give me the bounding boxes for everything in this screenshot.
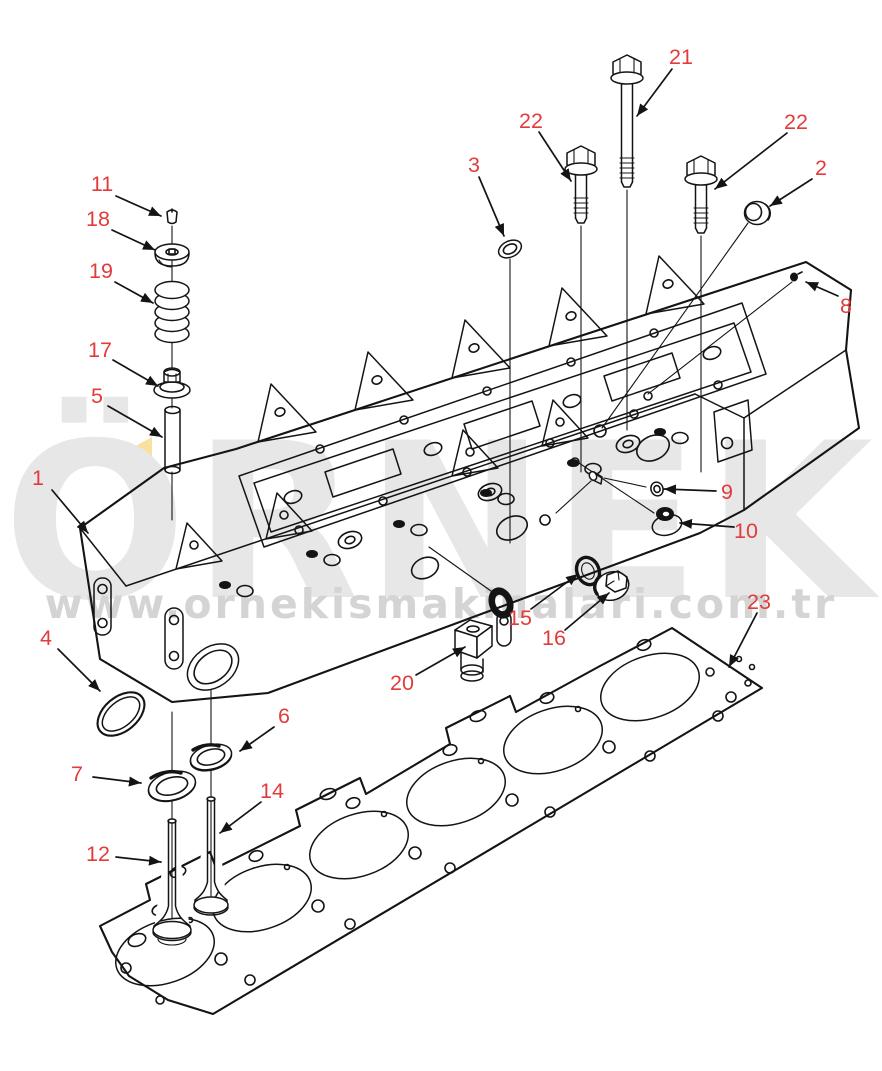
diagram-lineart <box>51 54 861 1016</box>
callout-arrow-10 <box>679 518 735 529</box>
callout-arrow-19 <box>114 281 154 304</box>
port-seal <box>96 691 146 737</box>
callout-label-9: 9 <box>721 480 733 504</box>
watermark-layer: ÖRNEK www.ornekismakinalari.com.tr <box>3 397 879 648</box>
intake-valve <box>152 818 192 946</box>
callout-arrow-7 <box>92 776 142 787</box>
callout-label-10: 10 <box>734 519 758 543</box>
callout-label-8: 8 <box>840 294 852 318</box>
callout-label-11: 11 <box>91 172 113 196</box>
callout-arrow-11 <box>115 195 162 217</box>
callout-label-22-right: 22 <box>784 110 808 134</box>
head-bolt-short-right <box>684 155 718 234</box>
callout-label-6: 6 <box>278 704 290 728</box>
callout-arrow-15 <box>530 573 579 610</box>
callout-label-12: 12 <box>86 842 110 866</box>
callout-label-15: 15 <box>508 606 532 630</box>
callout-arrow-6 <box>239 726 275 752</box>
callout-arrow-2 <box>769 178 813 207</box>
callout-label-22-left: 22 <box>519 109 543 133</box>
callout-label-1: 1 <box>32 466 44 490</box>
valve-keeper <box>166 208 178 225</box>
o-ring <box>488 587 514 619</box>
callout-label-4: 4 <box>40 626 52 650</box>
dowel-pin <box>790 271 803 282</box>
callout-arrow-9 <box>663 484 717 495</box>
screw-and-washer <box>588 470 664 497</box>
spring-retainer <box>154 243 190 268</box>
lifting-gussets <box>175 255 705 570</box>
callout-label-2: 2 <box>815 156 827 180</box>
callout-arrow-3 <box>478 176 505 237</box>
cylinder-head-body <box>78 255 861 704</box>
front-face-details <box>93 391 753 691</box>
callout-arrow-20 <box>415 646 466 676</box>
callout-label-18: 18 <box>86 207 110 231</box>
callout-label-16: 16 <box>542 626 566 650</box>
callout-arrows <box>51 68 839 866</box>
valve-stem-seal <box>153 367 191 399</box>
callout-label-14: 14 <box>260 779 284 803</box>
callout-arrow-8 <box>805 281 839 297</box>
callout-label-3: 3 <box>468 153 480 177</box>
valve-guide-holes <box>219 428 689 598</box>
callout-labels: 11 18 19 17 5 1 4 7 12 14 6 20 3 22 21 2… <box>32 45 852 866</box>
callout-arrow-14 <box>219 801 262 834</box>
valve-seat-insert-large <box>147 769 197 803</box>
callout-label-7: 7 <box>71 762 83 786</box>
callout-label-17: 17 <box>88 338 112 362</box>
callout-label-5: 5 <box>91 384 103 408</box>
exhaust-valve <box>193 796 229 916</box>
head-gasket <box>98 626 764 1016</box>
seal-washer <box>497 239 523 259</box>
callout-arrow-1 <box>51 489 89 534</box>
callout-arrow-12 <box>115 855 162 866</box>
valve-guide <box>164 405 181 475</box>
callout-label-19: 19 <box>89 259 113 283</box>
callout-arrow-22L <box>538 131 572 182</box>
watermark-triangle-left <box>75 437 110 456</box>
callout-arrow-17 <box>112 359 159 387</box>
callout-arrow-16 <box>564 592 610 631</box>
callout-arrow-21 <box>636 68 673 117</box>
head-bolt-long <box>610 54 644 188</box>
callout-arrow-5 <box>107 405 163 438</box>
callout-label-23: 23 <box>747 590 771 614</box>
watermark-brand-text: ÖRNEK <box>3 397 879 648</box>
valve-spring <box>154 280 190 344</box>
callout-arrow-4 <box>57 648 101 692</box>
callout-arrow-22R <box>714 132 788 190</box>
head-bolt-short-left <box>564 145 598 224</box>
cup-plug <box>743 200 772 226</box>
valve-seat-insert-small <box>189 743 233 772</box>
callout-label-20: 20 <box>390 671 414 695</box>
callout-arrow-18 <box>111 229 156 251</box>
callout-arrow-23 <box>728 612 758 668</box>
callout-label-21: 21 <box>669 45 693 69</box>
watermark-triangle-right <box>117 437 152 456</box>
elbow-fitting <box>454 619 493 682</box>
watermark-url-text: www.ornekismakinalari.com.tr <box>45 580 837 628</box>
